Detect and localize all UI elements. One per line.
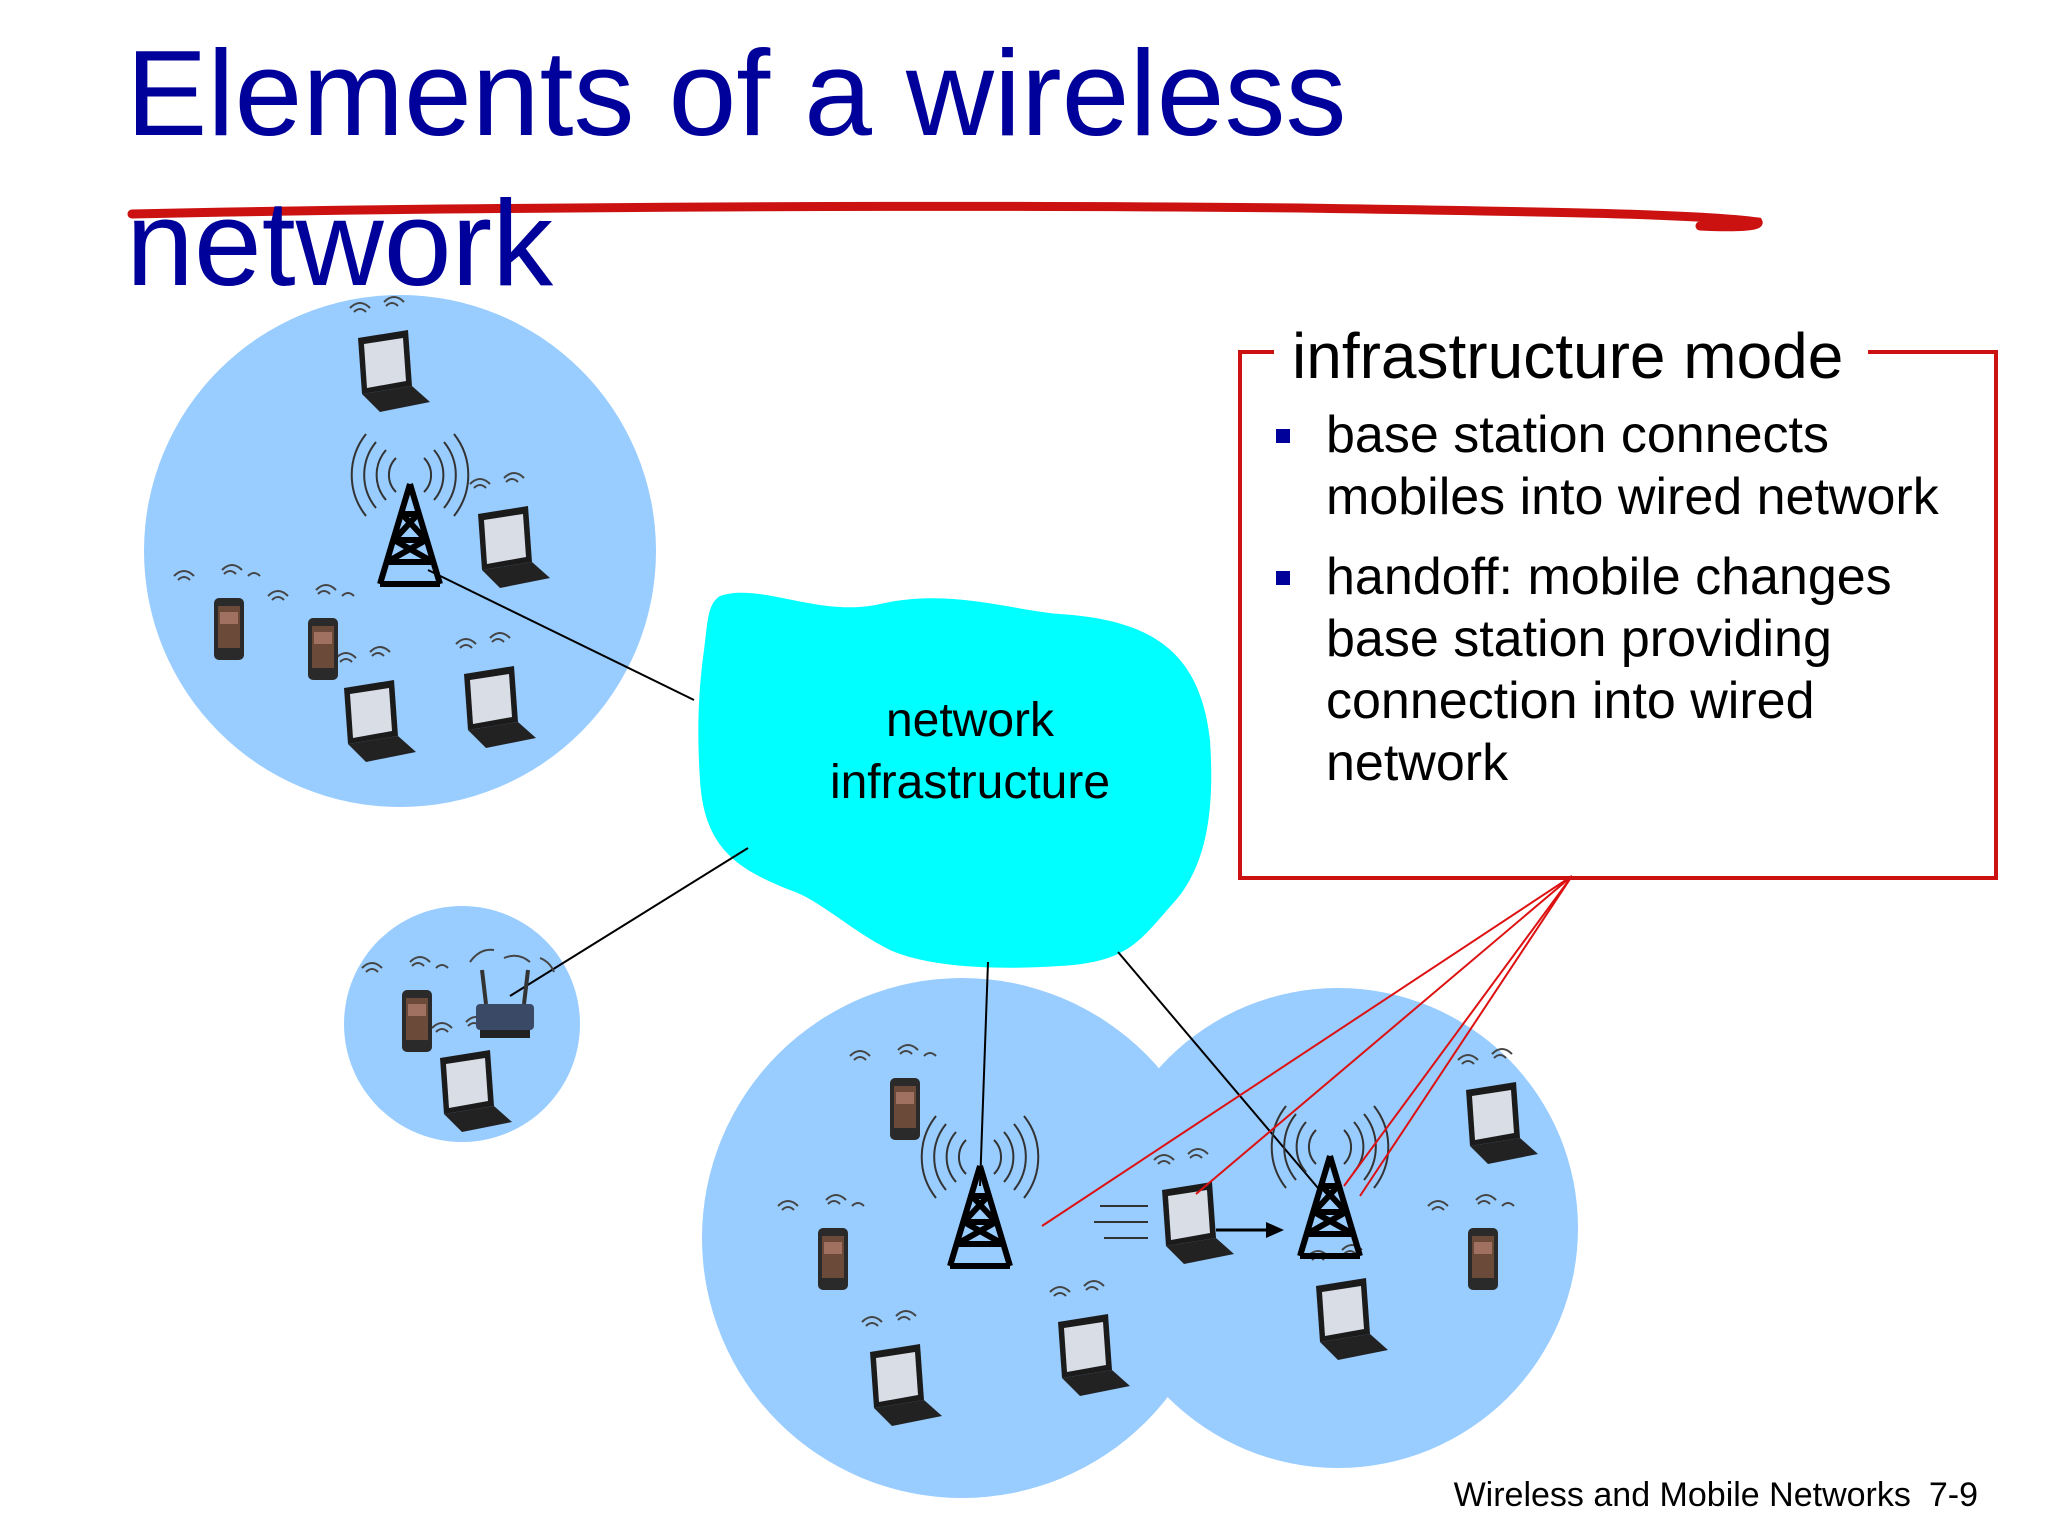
infrastructure-box-title: infrastructure mode	[1292, 320, 1844, 392]
cloud-label: network infrastructure	[790, 690, 1150, 814]
link-cloud-tower-left	[979, 961, 989, 1187]
page-number: 7-9	[1928, 1476, 1978, 1514]
slide-footer: Wireless and Mobile Networks 7-9	[1436, 1476, 1978, 1515]
cloud-label-line1: network	[885, 694, 1055, 747]
wireless-router-icon	[469, 948, 555, 1038]
annotation-line	[1359, 875, 1573, 1197]
bullet-item: base station connects mobiles into wired…	[1276, 404, 1996, 528]
annotation-line	[1041, 875, 1573, 1227]
motion-lines	[1094, 1205, 1148, 1239]
handoff-arrow	[1216, 1222, 1284, 1238]
cell-small	[344, 906, 580, 1142]
red-ink-underline	[127, 201, 1763, 232]
infrastructure-bullet-list: base station connects mobiles into wired…	[1276, 404, 1996, 812]
network-infrastructure-cloud	[698, 592, 1212, 968]
footer-text: Wireless and Mobile Networks	[1453, 1476, 1911, 1514]
bullet-text: handoff: mobile changes base station pro…	[1326, 548, 1892, 792]
cloud-label-line2: infrastructure	[829, 756, 1111, 809]
slide-title: Elements of a wireless network	[126, 25, 1347, 311]
link-cell1-cloud	[427, 569, 695, 701]
link-router-cloud	[509, 847, 749, 997]
annotation-line	[1195, 875, 1573, 1195]
cell-top-left	[144, 295, 656, 807]
bullet-square-icon	[1276, 571, 1290, 585]
bullet-square-icon	[1276, 429, 1290, 443]
bullet-text: base station connects mobiles into wired…	[1326, 406, 1939, 526]
annotation-line	[1343, 875, 1573, 1187]
bullet-item: handoff: mobile changes base station pro…	[1276, 546, 1996, 794]
